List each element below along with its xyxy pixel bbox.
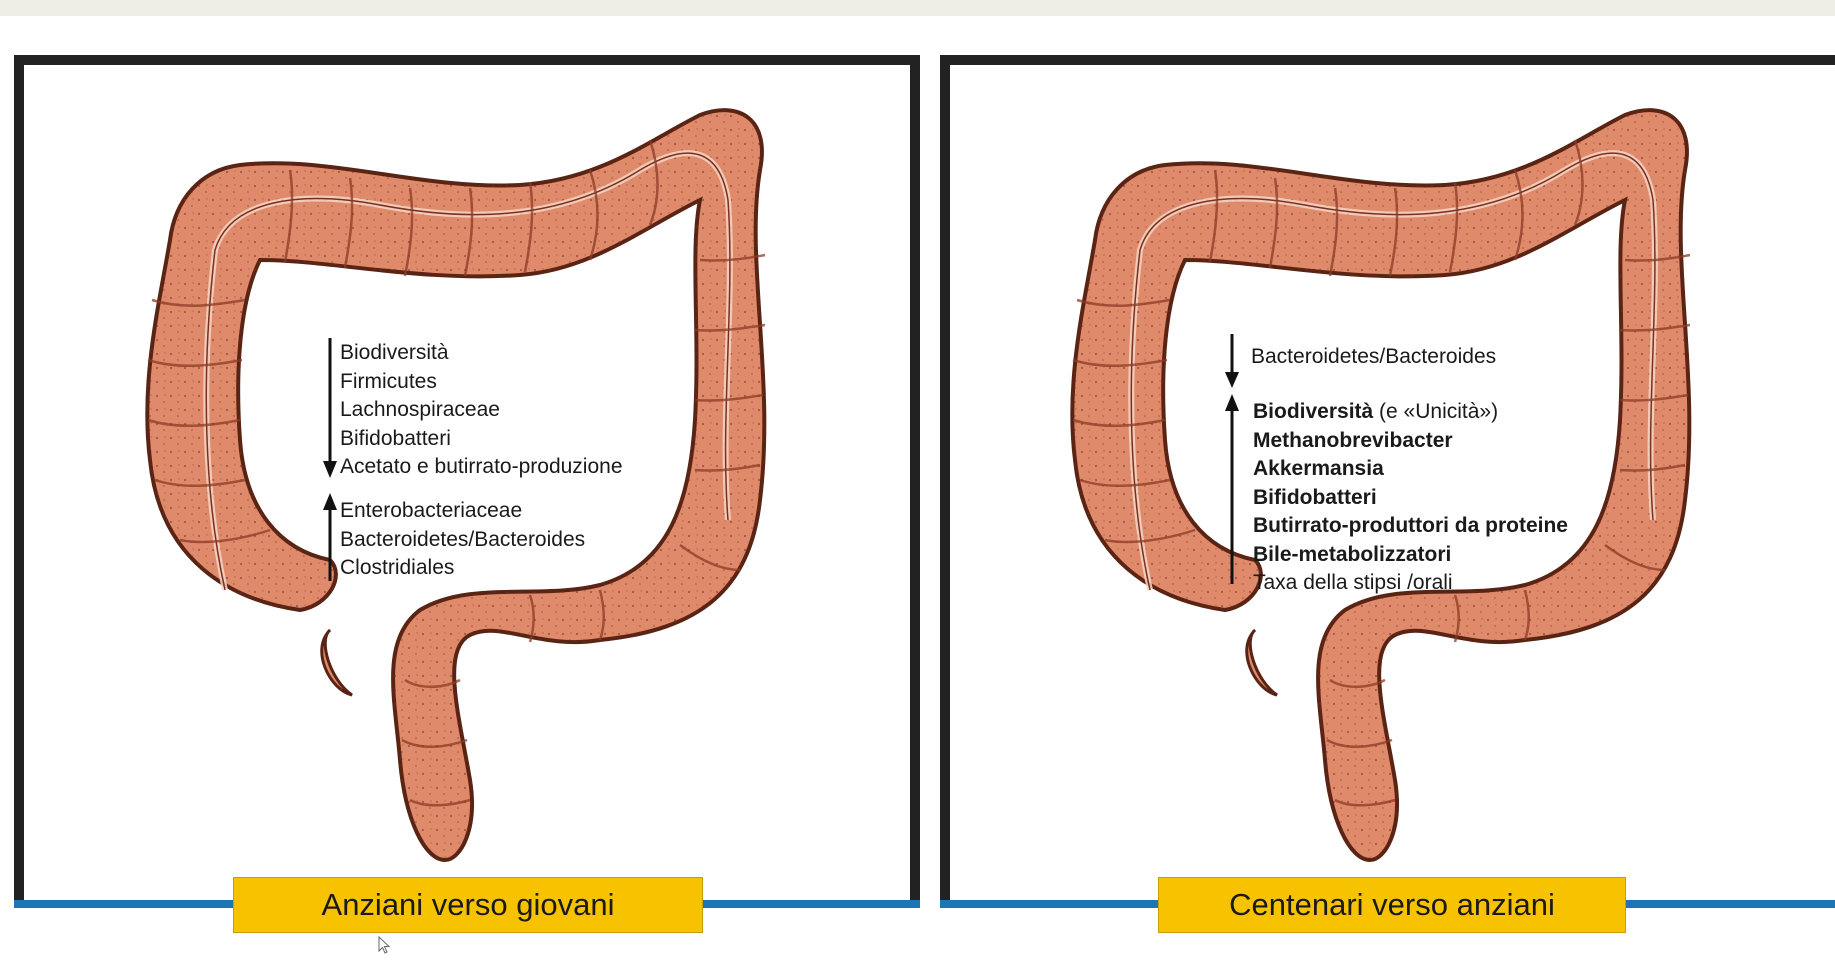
right-up-item: Bile-metabolizzatori — [1253, 541, 1568, 570]
mouse-pointer-icon — [378, 936, 392, 956]
right-up-item: Bifidobatteri — [1253, 484, 1568, 513]
left-down-item: Bifidobatteri — [340, 425, 623, 454]
right-up-item: Akkermansia — [1253, 455, 1568, 484]
right-up-item: Taxa della stipsi /orali — [1253, 569, 1568, 598]
left-caption: Anziani verso giovani — [233, 877, 703, 933]
right-up-item-first-bold: Biodiversità — [1253, 400, 1373, 423]
right-down-item: Bacteroidetes/Bacteroides — [1251, 343, 1496, 372]
up-arrow-icon — [320, 493, 340, 583]
down-arrow-icon — [320, 336, 340, 481]
up-arrow-icon — [1222, 394, 1242, 586]
left-down-item: Firmicutes — [340, 368, 623, 397]
right-up-item-first-rest: (e «Unicità») — [1373, 400, 1498, 423]
left-down-item: Acetato e butirrato-produzione — [340, 453, 623, 482]
left-up-item: Bacteroidetes/Bacteroides — [340, 526, 585, 555]
right-caption: Centenari verso anziani — [1158, 877, 1626, 933]
right-decrease-list: Bacteroidetes/Bacteroides — [1251, 343, 1496, 372]
left-up-item: Clostridiales — [340, 554, 585, 583]
right-up-item-first: Biodiversità (e «Unicità») — [1253, 398, 1568, 427]
left-down-item: Lachnospiraceae — [340, 396, 623, 425]
left-increase-list: Enterobacteriaceae Bacteroidetes/Bactero… — [340, 497, 585, 583]
left-down-item: Biodiversità — [340, 339, 623, 368]
right-up-item: Methanobrevibacter — [1253, 427, 1568, 456]
right-up-item: Butirrato-produttori da proteine — [1253, 512, 1568, 541]
left-decrease-list: Biodiversità Firmicutes Lachnospiraceae … — [340, 339, 623, 482]
right-increase-list: Biodiversità (e «Unicità») Methanobrevib… — [1253, 398, 1568, 598]
down-arrow-icon — [1222, 332, 1242, 390]
left-up-item: Enterobacteriaceae — [340, 497, 585, 526]
